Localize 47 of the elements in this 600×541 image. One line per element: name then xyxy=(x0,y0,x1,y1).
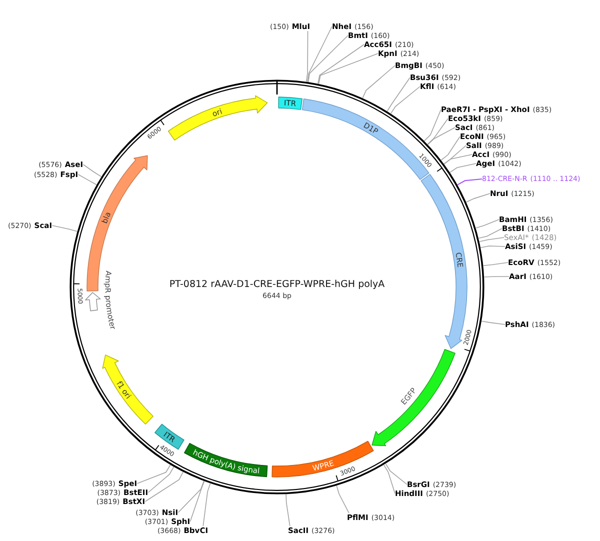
primer-leader-line xyxy=(457,178,482,186)
leader-line xyxy=(484,276,510,278)
leader-line xyxy=(390,86,420,114)
directional-feature xyxy=(85,270,118,330)
leader-line xyxy=(482,262,508,266)
leader-line xyxy=(478,228,502,239)
leader-line xyxy=(336,485,350,514)
leader-line xyxy=(444,154,472,164)
feature-box xyxy=(272,440,374,478)
leader-line xyxy=(362,65,396,98)
leader-line xyxy=(318,44,364,84)
feature-box xyxy=(302,98,430,180)
leader-line xyxy=(52,225,78,232)
feature-box xyxy=(184,442,268,478)
leader-line xyxy=(178,480,204,513)
feature-box xyxy=(278,96,302,110)
leader-line xyxy=(440,136,460,161)
leader-line xyxy=(136,464,171,484)
leader-line xyxy=(148,466,174,493)
leader-line xyxy=(82,164,102,178)
leader-line xyxy=(475,219,500,228)
leader-line xyxy=(308,35,348,82)
leader-line xyxy=(286,494,290,526)
leader-line xyxy=(386,77,410,112)
directional-feature xyxy=(86,155,148,292)
leader-line xyxy=(481,320,506,325)
directional-feature xyxy=(372,349,456,446)
leader-line xyxy=(385,463,408,485)
leader-line xyxy=(466,193,490,202)
leader-line xyxy=(202,483,211,526)
leader-line xyxy=(444,145,466,164)
leader-line xyxy=(427,118,448,145)
leader-line xyxy=(144,472,184,502)
leader-line xyxy=(478,237,504,242)
leader-line xyxy=(424,109,442,142)
plasmid-name: PT-0812 rAAV-D1-CRE-EGFP-WPRE-hGH polyA xyxy=(169,279,385,290)
leader-line xyxy=(427,127,456,146)
directional-feature xyxy=(168,95,268,141)
leader-line xyxy=(190,480,205,522)
leader-line xyxy=(307,26,332,82)
leader-line xyxy=(306,30,308,82)
directional-feature xyxy=(102,354,154,424)
leader-line xyxy=(78,174,97,186)
leader-line xyxy=(318,53,378,84)
leader-line xyxy=(383,464,396,494)
leader-line xyxy=(449,163,476,173)
leader-line xyxy=(480,246,506,248)
